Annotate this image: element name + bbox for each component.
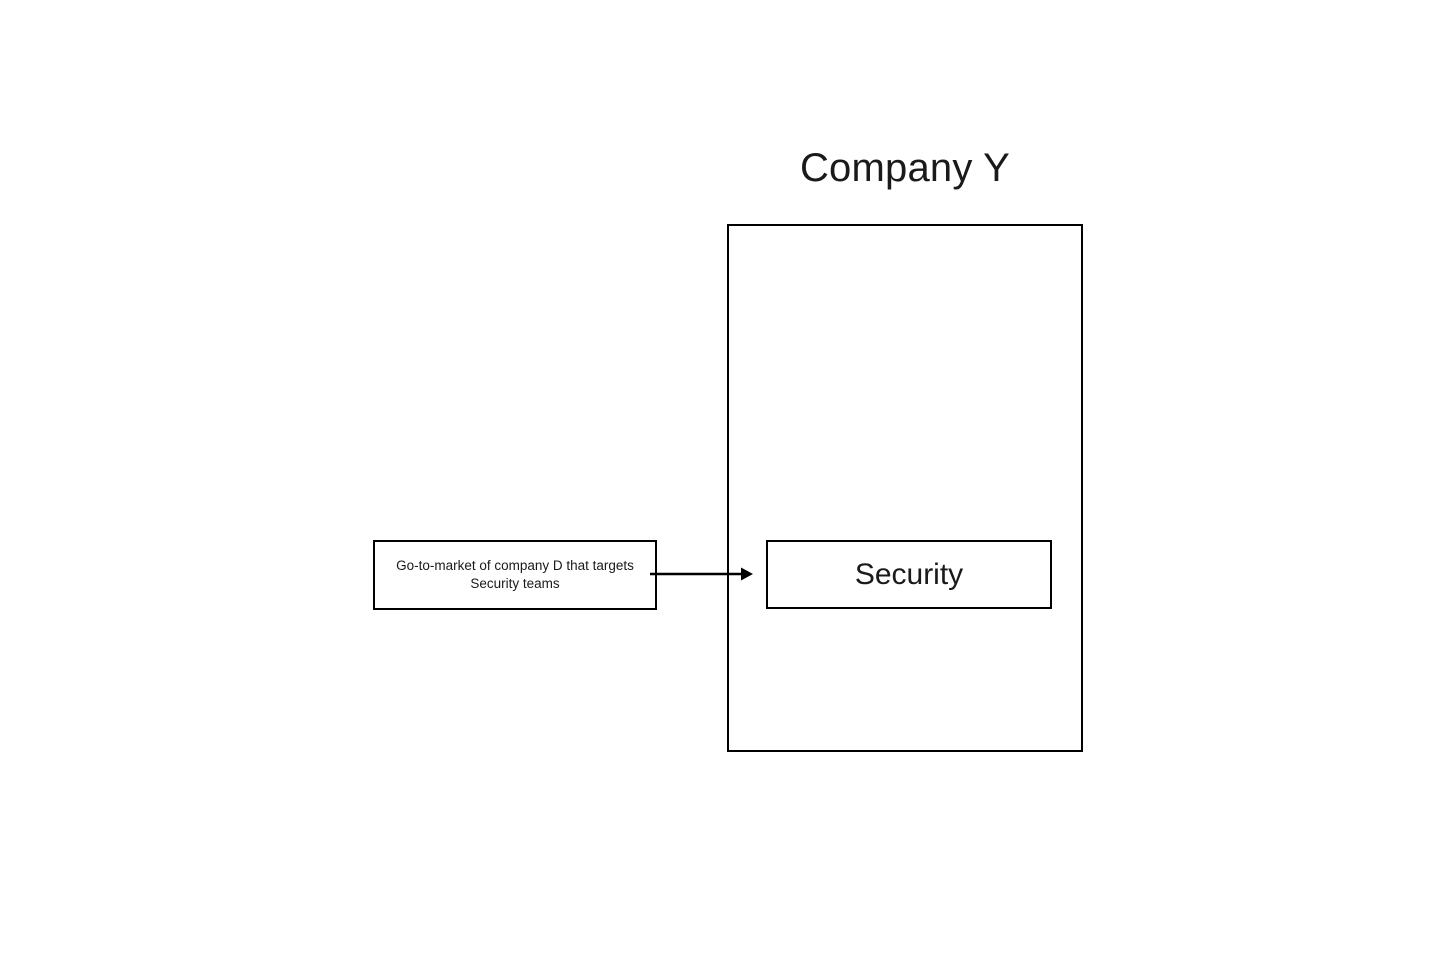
security-node-label: Security xyxy=(854,557,964,591)
go-to-market-node-label: Go-to-market of company D that targets S… xyxy=(396,558,634,591)
security-node[interactable]: Security xyxy=(766,540,1052,609)
company-container-box xyxy=(727,224,1083,752)
go-to-market-node[interactable]: Go-to-market of company D that targets S… xyxy=(373,540,657,610)
company-title: Company Y xyxy=(799,146,1011,190)
